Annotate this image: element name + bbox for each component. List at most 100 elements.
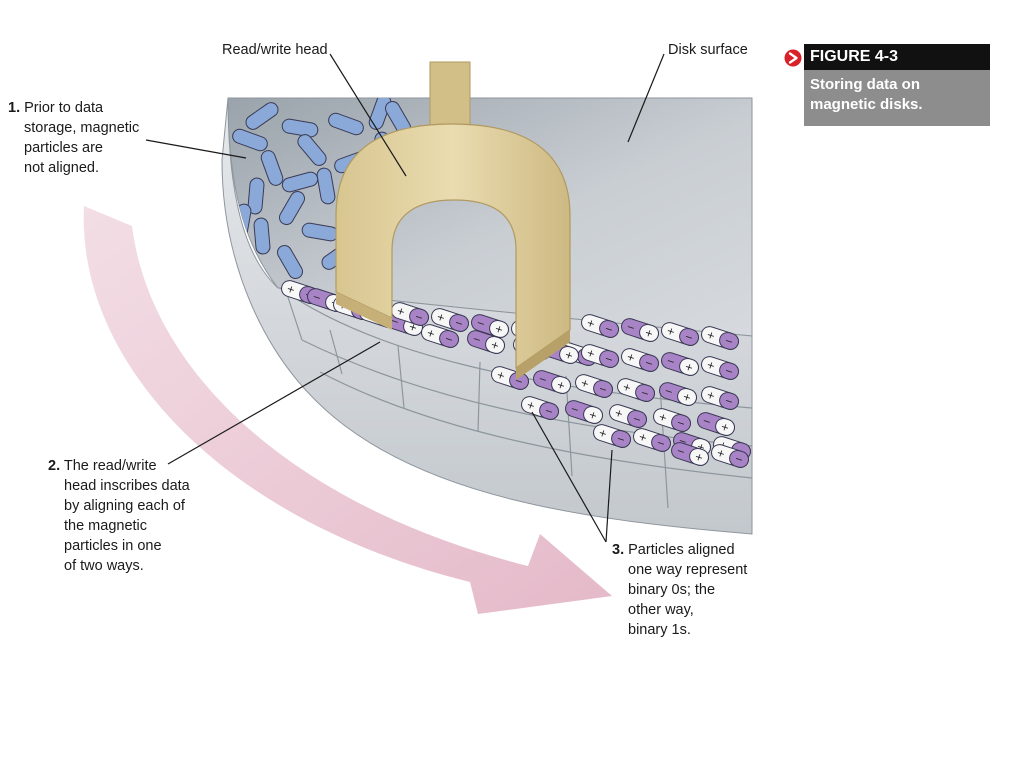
step-1-number: 1.: [8, 100, 21, 116]
svg-text:−: −: [631, 413, 642, 426]
svg-text:+: +: [665, 325, 676, 338]
svg-text:+: +: [719, 421, 730, 434]
step-2-line: head inscribes data: [64, 478, 190, 494]
particle-unaligned: [281, 171, 319, 193]
figure-caption-box: FIGURE 4-3 Storing data on magnetic disk…: [784, 44, 990, 128]
svg-text:+: +: [525, 399, 536, 412]
particle-aligned: +−: [701, 326, 739, 350]
svg-text:+: +: [705, 359, 716, 372]
particle-unaligned: [253, 217, 271, 255]
particle-aligned: +−: [609, 404, 647, 428]
particle-unaligned: [368, 98, 392, 130]
particle-aligned: +−: [581, 314, 619, 338]
svg-text:+: +: [585, 347, 596, 360]
particle-aligned: +−: [391, 302, 429, 326]
callout-lines: [145, 53, 665, 543]
step-2-number: 2.: [48, 458, 61, 474]
step-3-line: binary 0s; the: [628, 582, 716, 598]
svg-text:−: −: [597, 383, 608, 396]
svg-text:−: −: [569, 403, 580, 416]
svg-text:+: +: [681, 391, 692, 404]
particle-aligned: −+: [565, 400, 603, 424]
svg-text:+: +: [587, 409, 598, 422]
svg-text:−: −: [615, 433, 626, 446]
svg-text:+: +: [585, 317, 596, 330]
figure-number: FIGURE 4-3: [804, 44, 990, 70]
svg-text:+: +: [657, 411, 668, 424]
svg-text:−: −: [723, 365, 734, 378]
figure-caption: Storing data on magnetic disks.: [804, 70, 990, 126]
particle-unaligned: [277, 244, 303, 280]
particle-aligned: +−: [661, 322, 699, 346]
particle-aligned: +−: [621, 348, 659, 372]
svg-text:−: −: [413, 311, 424, 324]
particle-aligned: +−: [653, 408, 691, 432]
particle-aligned: +−: [701, 356, 739, 380]
step-3-callout: 3. Particles aligned one way represent b…: [612, 540, 747, 640]
svg-text:+: +: [643, 327, 654, 340]
svg-text:−: −: [663, 385, 674, 398]
step-3-line: binary 1s.: [628, 622, 691, 638]
svg-text:−: −: [675, 445, 686, 458]
svg-text:−: −: [537, 373, 548, 386]
svg-text:−: −: [677, 435, 688, 448]
head-label: Read/write head: [222, 42, 328, 58]
svg-text:−: −: [475, 317, 486, 330]
svg-text:+: +: [489, 339, 500, 352]
svg-text:−: −: [311, 291, 322, 304]
particle-aligned: −+: [697, 412, 735, 436]
svg-text:−: −: [389, 315, 400, 328]
step-3-line: other way,: [628, 602, 694, 618]
svg-text:+: +: [555, 379, 566, 392]
particle-aligned: +−: [593, 424, 631, 448]
svg-text:+: +: [407, 321, 418, 334]
svg-text:−: −: [701, 415, 712, 428]
svg-text:−: −: [603, 353, 614, 366]
particle-aligned: −+: [467, 330, 505, 354]
particle-aligned: +−: [431, 308, 469, 332]
svg-text:−: −: [453, 317, 464, 330]
svg-text:+: +: [563, 349, 574, 362]
step-2-line: The read/write: [63, 458, 157, 474]
svg-text:−: −: [683, 331, 694, 344]
particle-aligned: −+: [659, 382, 697, 406]
svg-text:−: −: [543, 405, 554, 418]
figure-caption-line: Storing data on: [810, 76, 920, 93]
step-1-callout: 1. Prior to data storage, magnetic parti…: [8, 98, 139, 178]
step-2-line: of two ways.: [64, 558, 144, 574]
svg-text:+: +: [683, 361, 694, 374]
svg-text:−: −: [625, 321, 636, 334]
svg-text:+: +: [637, 431, 648, 444]
particle-unaligned: [316, 167, 336, 205]
svg-text:−: −: [513, 375, 524, 388]
svg-text:−: −: [733, 453, 744, 466]
svg-text:−: −: [603, 323, 614, 336]
svg-text:−: −: [643, 357, 654, 370]
svg-text:+: +: [425, 327, 436, 340]
particle-aligned: −+: [661, 352, 699, 376]
svg-text:−: −: [655, 437, 666, 450]
svg-text:−: −: [639, 387, 650, 400]
particle-aligned: −+: [671, 442, 709, 466]
svg-text:−: −: [471, 333, 482, 346]
svg-text:+: +: [285, 283, 296, 296]
arrow-bullet-icon: [784, 49, 802, 67]
step-1-line: not aligned.: [24, 160, 99, 176]
step-3-line: Particles aligned: [628, 542, 735, 558]
svg-text:+: +: [395, 305, 406, 318]
step-3-line: one way represent: [628, 562, 748, 578]
step-1-line: particles are: [24, 140, 103, 156]
svg-text:+: +: [705, 389, 716, 402]
figure-caption-line: magnetic disks.: [810, 96, 923, 113]
step-2-callout: 2. The read/write head inscribes data by…: [48, 456, 190, 576]
particle-unaligned: [260, 150, 284, 186]
particle-aligned: +−: [491, 366, 529, 390]
particle-unaligned: [279, 190, 305, 226]
svg-text:+: +: [435, 311, 446, 324]
particle-aligned: −+: [621, 318, 659, 342]
particle-aligned: +−: [575, 374, 613, 398]
svg-text:−: −: [665, 355, 676, 368]
rotation-arrow: [83, 206, 613, 614]
svg-text:+: +: [693, 451, 704, 464]
